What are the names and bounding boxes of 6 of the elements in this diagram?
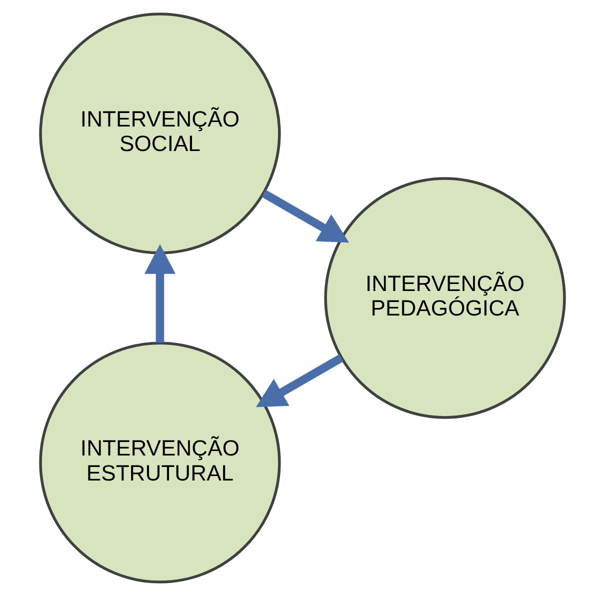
arrow xyxy=(144,244,176,343)
node-circle: INTERVENÇÃO PEDAGÓGICA xyxy=(324,177,566,419)
arrow xyxy=(261,190,349,243)
node-circle: INTERVENÇÃO ESTRUTURAL xyxy=(38,342,280,584)
node-circle: INTERVENÇÃO SOCIAL xyxy=(38,12,280,254)
arrow xyxy=(255,354,343,408)
